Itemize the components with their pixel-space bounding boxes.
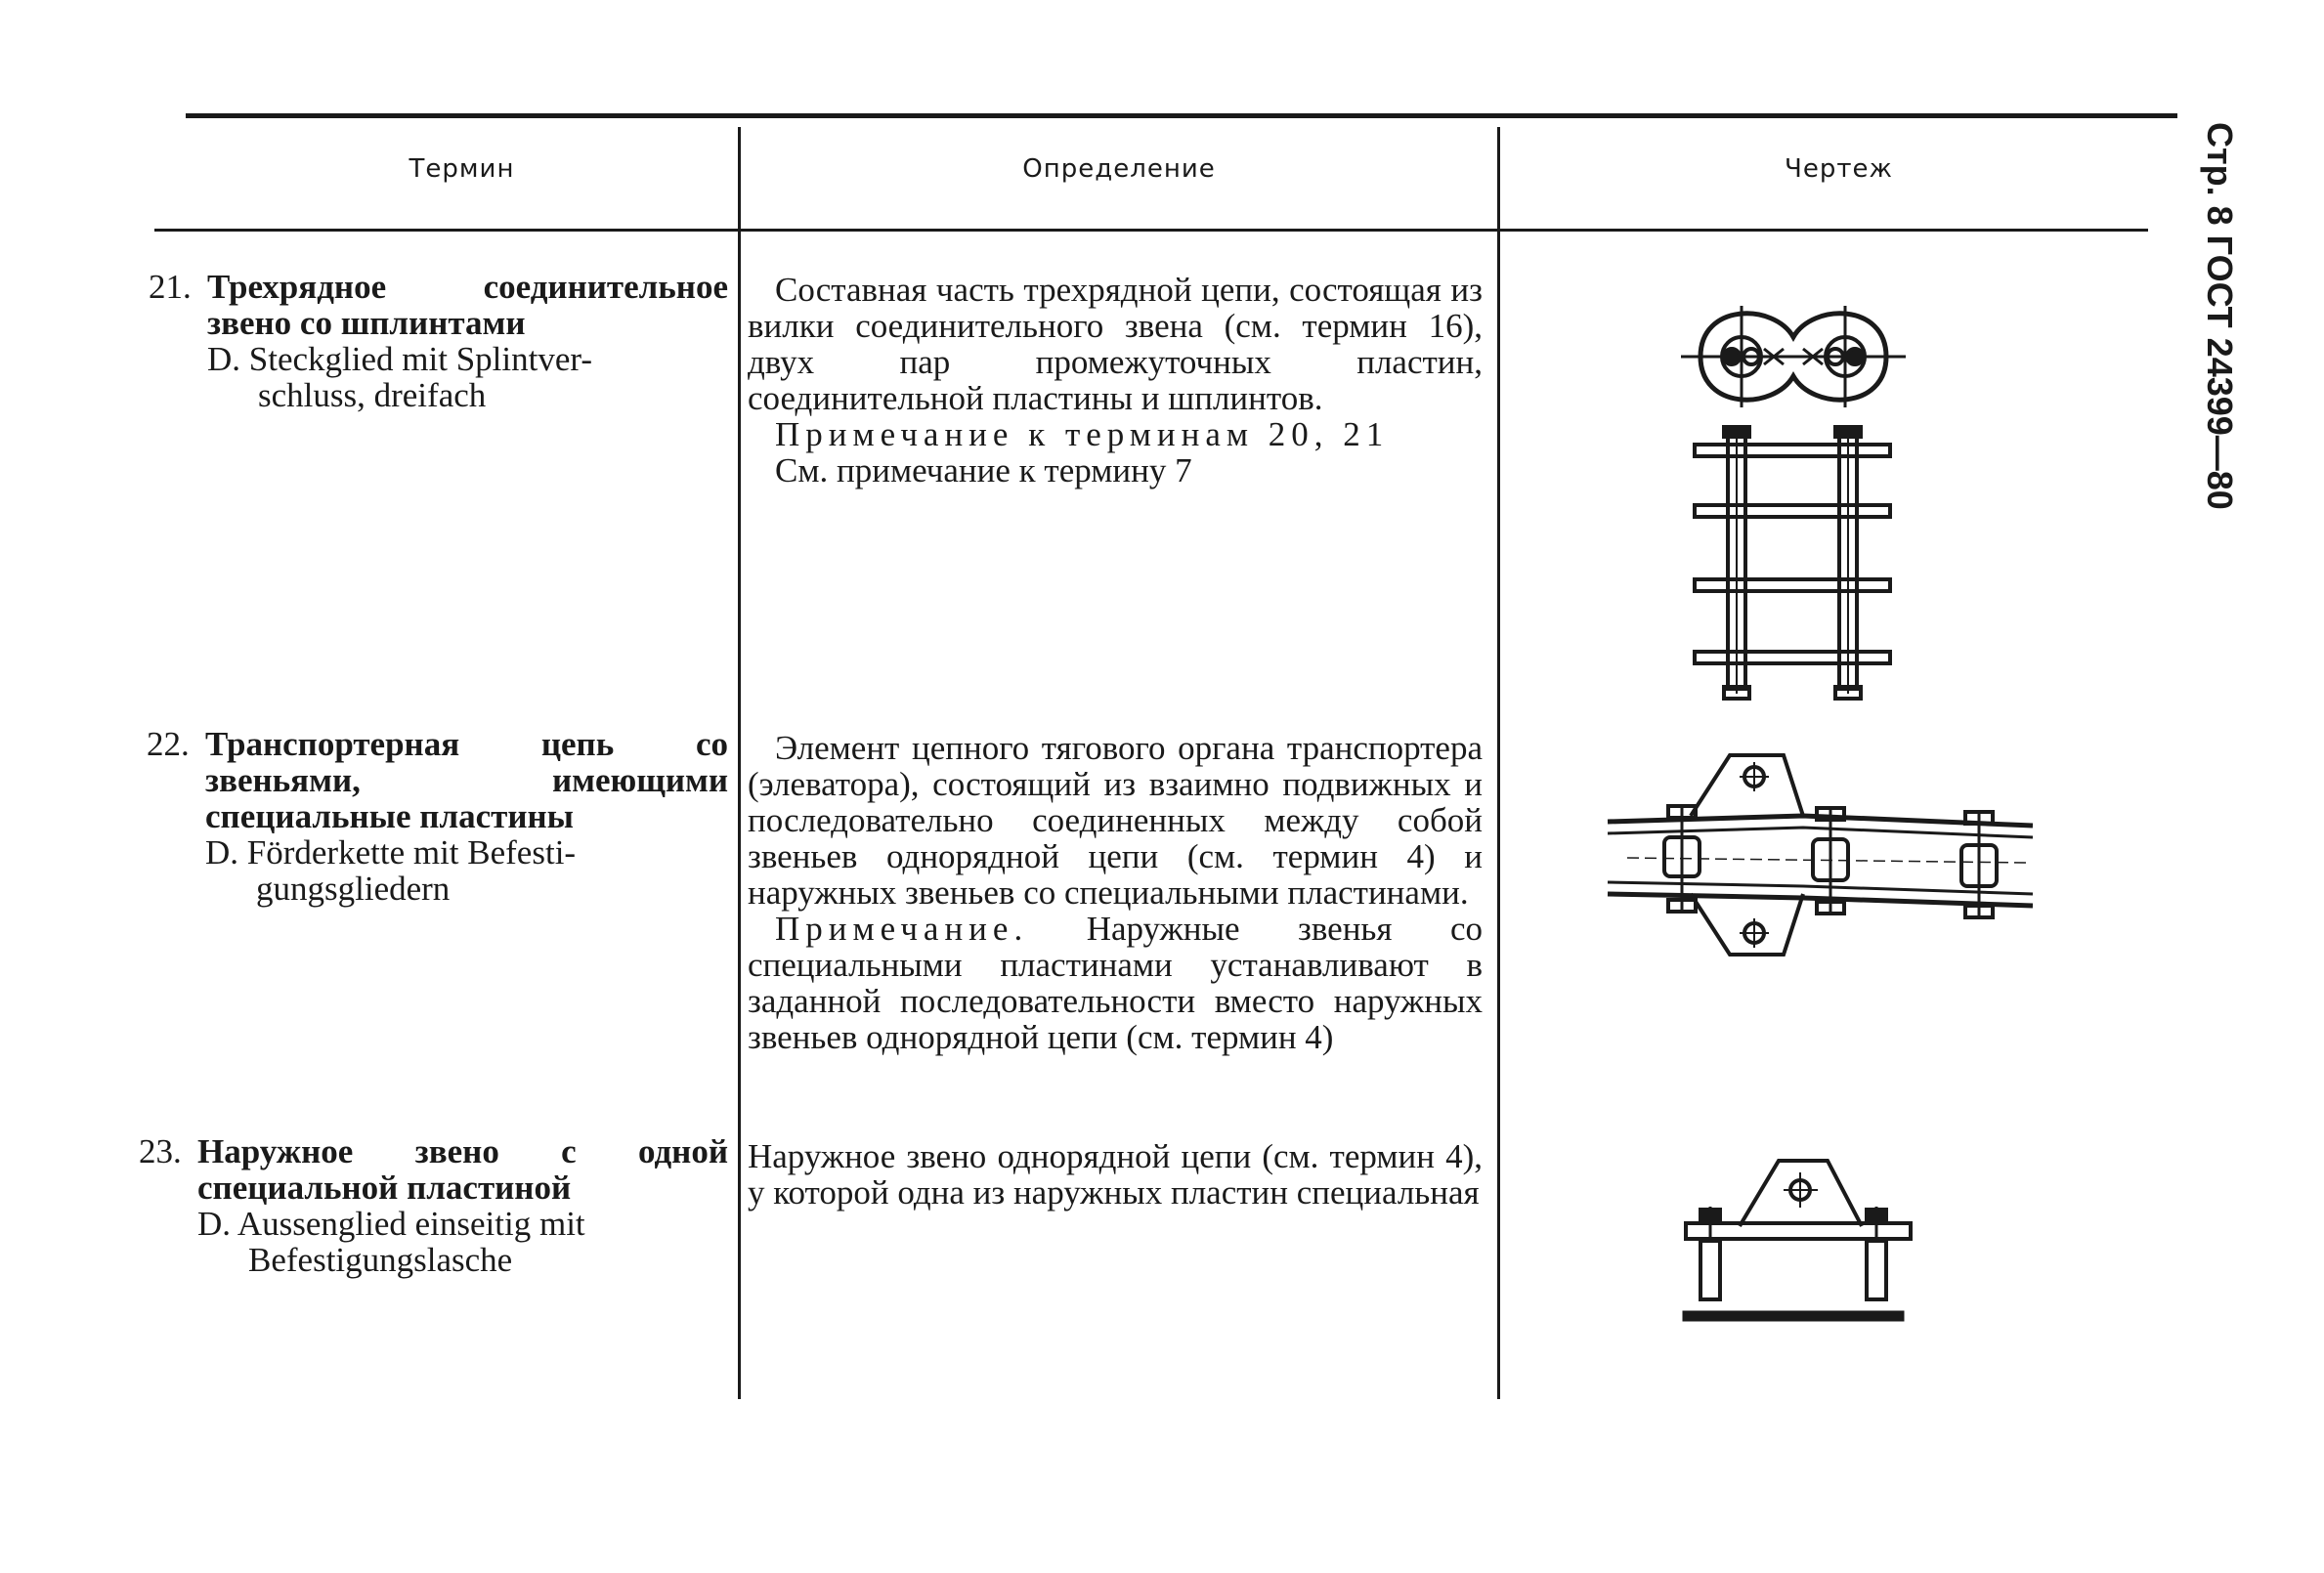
column-divider-2 xyxy=(1497,127,1500,1399)
column-divider-1 xyxy=(738,127,741,1399)
header-drawing: Чертеж xyxy=(1785,154,1893,184)
header-term: Термин xyxy=(409,154,515,184)
term-name: Наружное звено с одной специальной пласт… xyxy=(197,1132,728,1207)
triple-connecting-link-drawing xyxy=(1681,298,1906,708)
note-label: Примечание. xyxy=(775,910,1029,948)
term-german-cont: Befestigungslasche xyxy=(248,1241,513,1279)
note-text: Наружные звенья со специальными пластина… xyxy=(748,910,1484,1056)
side-header-text: Стр. 8 ГОСТ 24399—80 xyxy=(2200,122,2240,510)
side-running-header: Стр. 8 ГОСТ 24399—80 xyxy=(2179,122,2248,552)
term-number: 23. xyxy=(139,1132,182,1170)
term-name: Трехрядное соединительное звено со шплин… xyxy=(207,268,728,342)
term-22: 22. Транспортерная цепь со звеньями, име… xyxy=(147,726,728,907)
definition-22: Элемент цепного тягового органа транспор… xyxy=(748,730,1483,1055)
top-rule xyxy=(186,113,2177,118)
definition-21: Составная часть трехрядной цепи, состоящ… xyxy=(748,272,1483,489)
term-name: Транспортерная цепь со звеньями, имеющим… xyxy=(205,725,728,835)
definition-text: Элемент цепного тягового органа транспор… xyxy=(748,729,1483,912)
definition-text: Составная часть трехрядной цепи, состоящ… xyxy=(748,271,1483,417)
definition-note-2: См. примечание к термину 7 xyxy=(775,451,1192,489)
definition-23: Наружное звено однорядной цепи (см. терм… xyxy=(748,1138,1483,1211)
definition-text: Наружное звено однорядной цепи (см. терм… xyxy=(748,1137,1483,1212)
term-21: 21. Трехрядное соединительное звено со ш… xyxy=(149,269,728,413)
term-german-cont: gungsgliedern xyxy=(256,870,451,908)
header-definition: Определение xyxy=(1022,154,1216,184)
conveyor-chain-drawing xyxy=(1608,747,2038,962)
definition-note: Примечание к терминам 20, 21 xyxy=(775,415,1390,453)
term-23: 23. Наружное звено с одной специальной п… xyxy=(139,1133,728,1278)
term-german: D. Förderkette mit Befesti- xyxy=(205,833,577,872)
header-rule xyxy=(154,229,2148,232)
outer-link-special-plate-drawing xyxy=(1681,1153,1915,1329)
definition-note: Примечание. Наружные звенья со специальн… xyxy=(748,911,1483,1055)
term-number: 22. xyxy=(147,725,190,763)
term-german: D. Steckglied mit Splintver- xyxy=(207,340,592,378)
term-german: D. Aussenglied einseitig mit xyxy=(197,1205,585,1243)
term-german-cont: schluss, dreifach xyxy=(258,376,487,414)
term-number: 21. xyxy=(149,268,192,306)
